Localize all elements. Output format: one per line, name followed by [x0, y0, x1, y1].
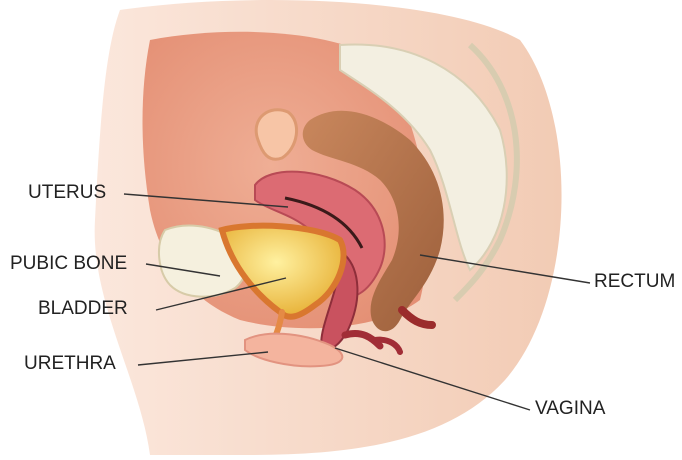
label-rectum: RECTUM	[594, 272, 675, 291]
ovary	[256, 110, 296, 160]
label-uterus: UTERUS	[28, 183, 106, 202]
label-vagina: VAGINA	[535, 399, 605, 418]
label-urethra: URETHRA	[24, 354, 116, 373]
label-pubic-bone: PUBIC BONE	[10, 254, 127, 273]
label-bladder: BLADDER	[38, 299, 128, 318]
